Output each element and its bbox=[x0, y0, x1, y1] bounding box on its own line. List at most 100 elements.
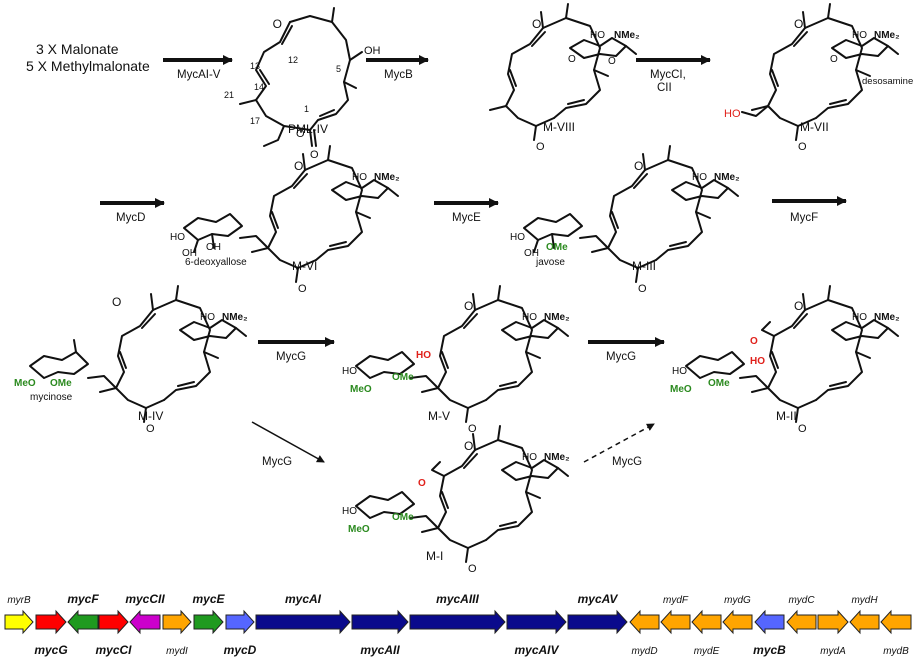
gene-arrow-mycAI bbox=[255, 609, 351, 635]
atom-ho: HO bbox=[342, 506, 357, 517]
atom-oh: OH bbox=[182, 248, 197, 259]
atom-ho: HO bbox=[522, 312, 537, 323]
sugar-name-mycinose: mycinose bbox=[30, 392, 73, 403]
atom-o: O bbox=[536, 141, 545, 153]
gene-label-mydB: mydB bbox=[883, 646, 909, 657]
enzyme-mycf: MycF bbox=[790, 212, 818, 224]
enzyme-mycg: MycG bbox=[262, 456, 292, 468]
atom-meo-green: MeO bbox=[670, 384, 692, 395]
enzyme-mycg: MycG bbox=[606, 351, 636, 363]
gene-arrow-mycF bbox=[67, 609, 99, 635]
atom-o: O bbox=[794, 17, 803, 31]
gene-arrow-mydE bbox=[691, 609, 722, 635]
gene-label-mycE: mycE bbox=[192, 592, 225, 606]
enzyme-mycg: MycG bbox=[276, 351, 306, 363]
gene-arrow-mycCII bbox=[129, 609, 161, 635]
atom-meo-green: MeO bbox=[350, 384, 372, 395]
gene-label-mydA: mydA bbox=[820, 646, 846, 657]
gene-label-mycCII: mycCII bbox=[125, 592, 165, 606]
atom-nme2: NMe₂ bbox=[874, 312, 900, 323]
atom-ome-green: OMe bbox=[546, 242, 568, 253]
substrates: 3 X Malonate 5 X Methylmalonate bbox=[26, 41, 150, 74]
gene-label-mycAV: mycAV bbox=[578, 592, 619, 606]
atom-o: O bbox=[464, 299, 473, 313]
atom-o: O bbox=[464, 439, 473, 453]
atom-ho-red: HO bbox=[416, 350, 431, 361]
gene-arrow-mydI bbox=[162, 609, 192, 635]
atom-nme2: NMe₂ bbox=[874, 30, 900, 41]
atom-number-17: 17 bbox=[250, 116, 260, 126]
atom-ho: HO bbox=[200, 312, 215, 323]
atom-o: O bbox=[146, 423, 155, 435]
atom-o: O bbox=[273, 17, 282, 31]
structure-m-v: HO O HO NMe₂ HO MeO OMe O bbox=[342, 285, 570, 435]
gene-label-mydH: mydH bbox=[851, 595, 878, 606]
label-m-ii: M-II bbox=[776, 409, 797, 423]
atom-ho: HO bbox=[852, 312, 867, 323]
gene-arrow-mydG bbox=[722, 609, 753, 635]
substrate-methylmalonate: 5 X Methylmalonate bbox=[26, 58, 150, 74]
atom-nme2: NMe₂ bbox=[544, 452, 570, 463]
sugar-name-javose: javose bbox=[535, 257, 565, 268]
atom-o: O bbox=[608, 56, 616, 67]
label-m-iv: M-IV bbox=[138, 409, 163, 423]
sugar-name-6-deoxyallose: 6-deoxyallose bbox=[185, 257, 247, 268]
gene-label-mydC: mydC bbox=[788, 595, 815, 606]
atom-o: O bbox=[112, 295, 121, 309]
gene-arrow-mycAIV bbox=[506, 609, 567, 635]
gene-label-mycD: mycD bbox=[224, 643, 257, 657]
structure-m-vii: HO O O HO NMe₂ O desosamine bbox=[724, 3, 913, 153]
arrow-mycg-dashed bbox=[583, 423, 655, 463]
gene-arrow-mycAIII bbox=[409, 609, 506, 635]
gene-arrow-mydF bbox=[660, 609, 691, 635]
gene-arrow-myrB bbox=[4, 609, 34, 635]
atom-ho: HO bbox=[170, 232, 185, 243]
atom-ome-green: OMe bbox=[392, 512, 414, 523]
gene-label-mycAII: mycAII bbox=[360, 643, 400, 657]
structure-m-iv: O HO NMe₂ MeO OMe O bbox=[14, 285, 248, 435]
atom-number-1: 1 bbox=[304, 104, 309, 114]
gene-label-mycCI: mycCI bbox=[95, 643, 132, 657]
gene-arrow-mycE bbox=[193, 609, 224, 635]
arrow-mycg-diagonal bbox=[251, 421, 325, 463]
atom-o: O bbox=[294, 159, 303, 173]
label-m-vi: M-VI bbox=[292, 259, 317, 273]
gene-arrow-mycAII bbox=[351, 609, 409, 635]
structure-m-iii: O HO NMe₂ HO OH OMe O bbox=[510, 145, 740, 295]
atom-ho: HO bbox=[352, 172, 367, 183]
atom-o: O bbox=[468, 563, 477, 575]
gene-arrow-mydD bbox=[629, 609, 660, 635]
atom-o-red: O bbox=[750, 336, 758, 347]
gene-arrow-mydH bbox=[849, 609, 880, 635]
enzyme-mycai-v: MycAI-V bbox=[177, 69, 221, 81]
gene-label-mycAI: mycAI bbox=[285, 592, 322, 606]
gene-arrow-mydA bbox=[817, 609, 849, 635]
label-m-vii: M-VII bbox=[800, 120, 829, 134]
atom-o: O bbox=[798, 423, 807, 435]
atom-nme2: NMe₂ bbox=[544, 312, 570, 323]
structure-m-i: O O HO NMe₂ HO MeO OMe O bbox=[342, 425, 570, 575]
gene-arrow-mycB bbox=[754, 609, 785, 635]
atom-o: O bbox=[532, 17, 541, 31]
atom-o: O bbox=[830, 54, 838, 65]
enzyme-mycg: MycG bbox=[612, 456, 642, 468]
structure-m-vi: O HO NMe₂ HO OH OH O bbox=[170, 145, 400, 295]
gene-arrow-mycG bbox=[35, 609, 67, 635]
enzyme-myce: MycE bbox=[452, 212, 481, 224]
atom-oh: OH bbox=[364, 45, 381, 57]
atom-ho: HO bbox=[692, 172, 707, 183]
gene-label-mycB: mycB bbox=[753, 643, 786, 657]
structure-pml-iv: O OH O O 13 12 14 21 1 5 17 bbox=[224, 7, 381, 161]
atom-oh: OH bbox=[206, 242, 221, 253]
label-pml-iv: PML-IV bbox=[288, 122, 328, 136]
sugar-name-desosamine: desosamine bbox=[862, 76, 913, 87]
enzyme-mycb: MycB bbox=[384, 69, 413, 81]
atom-ho: HO bbox=[510, 232, 525, 243]
atom-ho: HO bbox=[672, 366, 687, 377]
gene-label-myrB: myrB bbox=[7, 595, 31, 606]
atom-o-red: O bbox=[418, 478, 426, 489]
gene-arrow-mycCI bbox=[98, 609, 129, 635]
atom-ome-green: OMe bbox=[392, 372, 414, 383]
gene-arrow-mydB bbox=[880, 609, 912, 635]
